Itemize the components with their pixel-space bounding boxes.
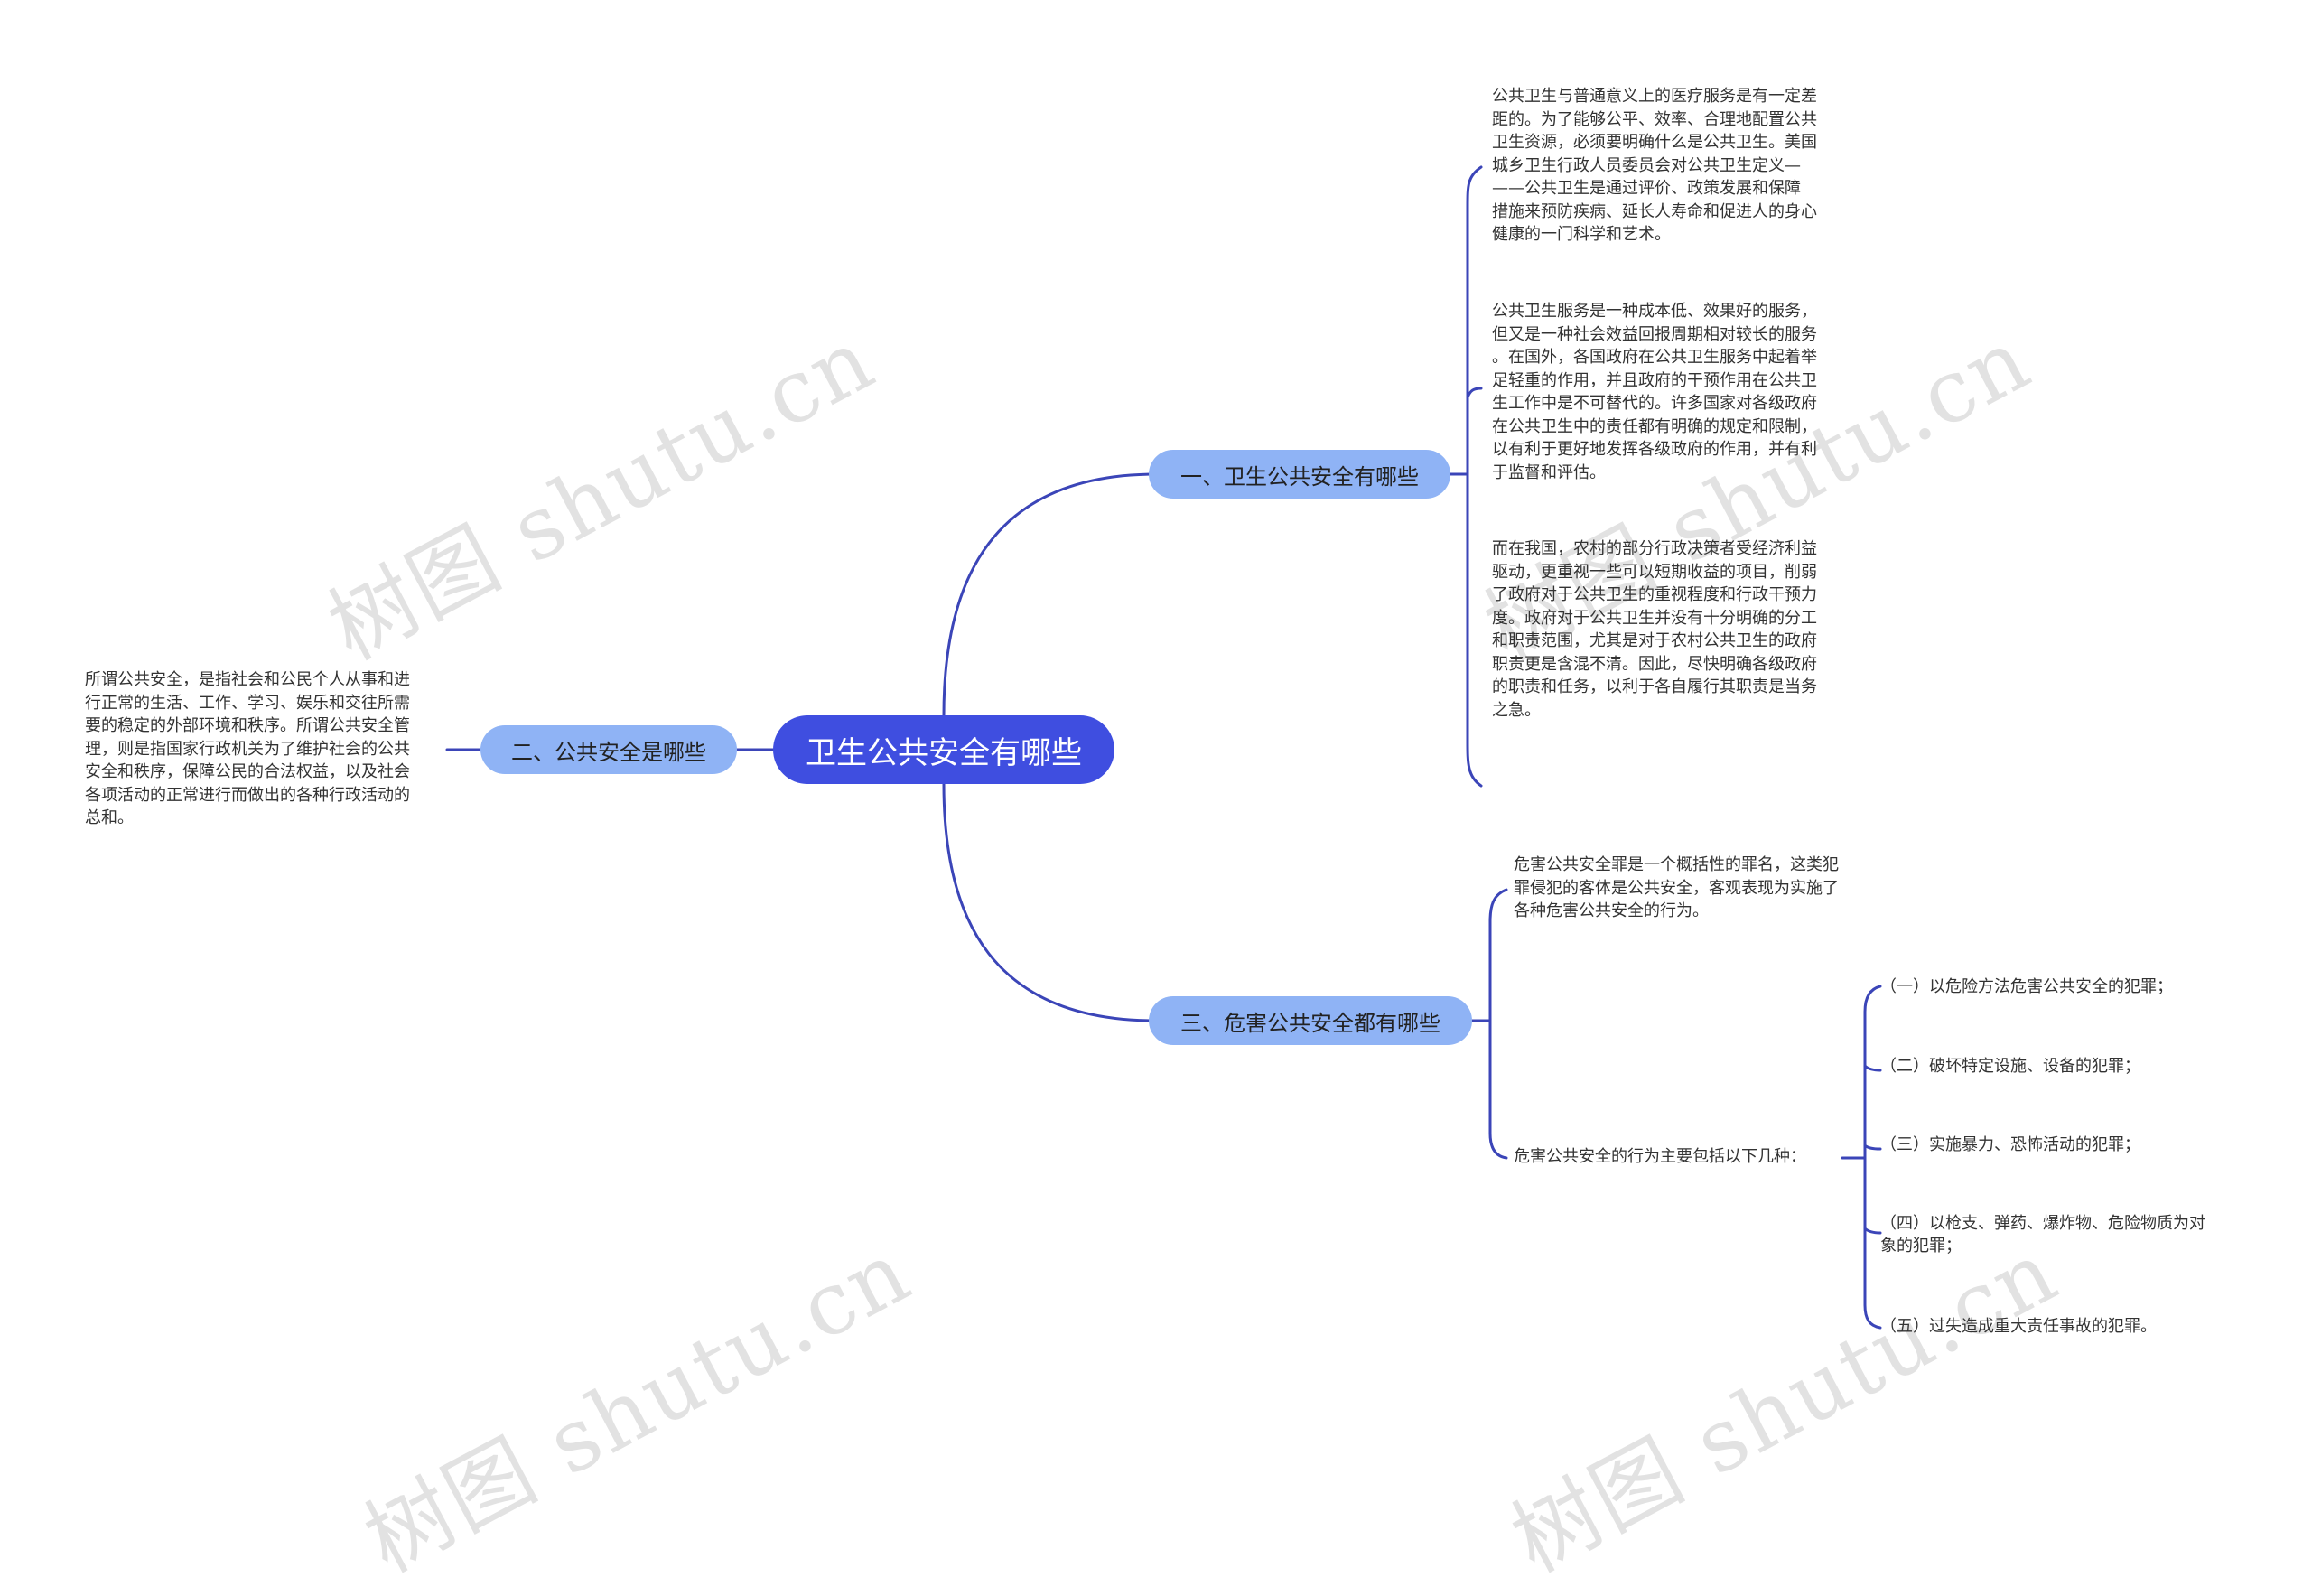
crime-item-3: （三）实施暴力、恐怖活动的犯罪； (1880, 1135, 2140, 1154)
branch-topic-1[interactable]: 一、卫生公共安全有哪些 (1149, 450, 1450, 499)
b2-detail-text: 所谓公共安全，是指社会和公民个人从事和进 行正常的生活、工作、学习、娱乐和交往所… (85, 670, 410, 827)
bracket-b1 (1466, 165, 1483, 788)
bracket-sub-t4 (1863, 1227, 1882, 1235)
b1-detail-text-3: 而在我国，农村的部分行政决策者受经济利益 驱动，更重视一些可以短期收益的项目，削… (1492, 539, 1817, 720)
crime-item-5: （五）过失造成重大责任事故的犯罪。 (1880, 1317, 2157, 1336)
crime-item-1: （一）以危险方法危害公共安全的犯罪； (1880, 977, 2173, 996)
crime-item-2: （二）破坏特定设施、设备的犯罪； (1880, 1057, 2140, 1076)
b1-detail-text-2: 公共卫生服务是一种成本低、效果好的服务， 但又是一种社会效益回报周期相对较长的服… (1492, 302, 1817, 482)
bracket-b1-mid (1466, 387, 1483, 399)
bracket-sub (1863, 985, 1882, 1330)
branch-topic-2[interactable]: 二、公共安全是哪些 (480, 725, 737, 774)
connector-root-b3 (942, 782, 1158, 1022)
root-topic[interactable]: 卫生公共安全有哪些 (773, 715, 1114, 784)
b3-sub-label: 危害公共安全的行为主要包括以下几种： (1514, 1147, 1806, 1166)
mindmap-connectors (445, 165, 1882, 1330)
branch-topic-3[interactable]: 三、危害公共安全都有哪些 (1149, 996, 1472, 1045)
b1-detail-text-1: 公共卫生与普通意义上的医疗服务是有一定差 距的。为了能够公平、效率、合理地配置公… (1492, 87, 1817, 244)
crime-item-4: （四）以枪支、弹药、爆炸物、危险物质为对 象的犯罪； (1880, 1214, 2205, 1255)
connector-root-b1 (942, 472, 1158, 717)
bracket-sub-t2 (1863, 1064, 1882, 1072)
bracket-sub-t3 (1863, 1143, 1882, 1151)
bracket-b3 (1488, 888, 1508, 1160)
b3-detail-text: 危害公共安全罪是一个概括性的罪名，这类犯 罪侵犯的客体是公共安全，客观表现为实施… (1514, 855, 1839, 920)
